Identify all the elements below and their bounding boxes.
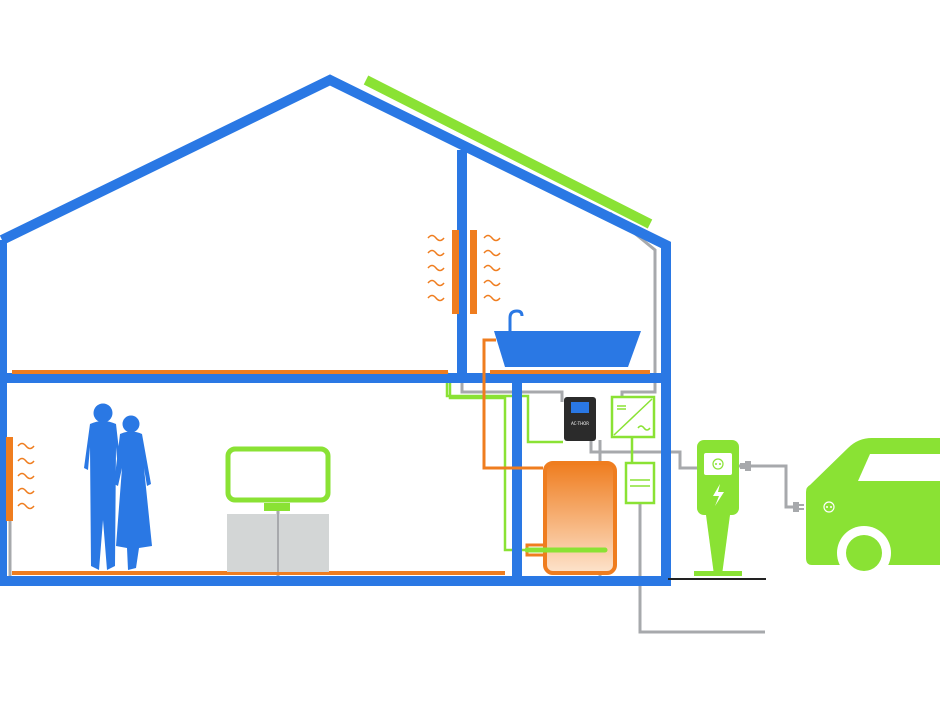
television (225, 446, 331, 511)
plug-icon (740, 461, 751, 471)
heat-waves-icon (17, 442, 35, 510)
solar-panel (363, 75, 653, 229)
electric-car (806, 438, 940, 580)
socket-icon (712, 458, 724, 470)
ev-charger (694, 440, 742, 576)
hot-water-tank (543, 461, 617, 575)
heat-waves-icon (427, 234, 501, 302)
downstairs-wall-heater (6, 437, 35, 521)
bathtub (494, 309, 641, 367)
plug-icon (793, 502, 804, 512)
ac-dc-icon (613, 398, 653, 436)
house-outline (0, 74, 671, 586)
upstairs-wall-heater (427, 230, 501, 314)
controller-device: AC·THOR (564, 397, 596, 441)
people-silhouette (84, 403, 152, 570)
inverter (610, 395, 656, 439)
energy-meter (624, 461, 656, 505)
socket-icon (823, 501, 835, 513)
controller-label: AC·THOR (571, 421, 589, 426)
lightning-bolt-icon (713, 484, 724, 506)
